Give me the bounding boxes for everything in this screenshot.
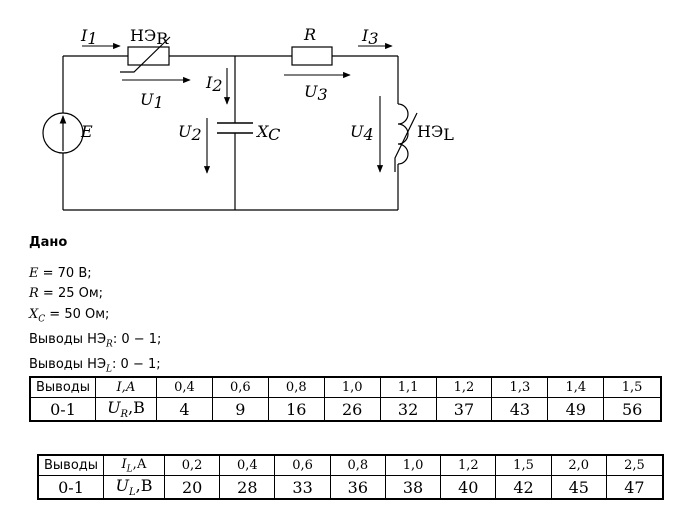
table-cell: 26 bbox=[323, 397, 381, 422]
given-terminals-R: Выводы НЭR: 0 − 1; bbox=[29, 331, 162, 350]
table-cell: 4 bbox=[156, 397, 213, 422]
table-cell: 36 bbox=[329, 475, 386, 500]
table-cell: 1,2 bbox=[440, 454, 497, 476]
table-cell: 33 bbox=[274, 475, 331, 500]
label-U2: U2 bbox=[178, 122, 202, 144]
table-row: Выводы IL,А 0,2 0,4 0,6 0,8 1,0 1,2 1,5 … bbox=[37, 454, 664, 476]
table-cell: 1,5 bbox=[603, 376, 662, 398]
nonlinear-inductor-slash bbox=[394, 112, 418, 172]
table-cell: 1,3 bbox=[491, 376, 549, 398]
table-cell: 0,8 bbox=[329, 454, 386, 476]
table-cell: 20 bbox=[163, 475, 221, 500]
resistor bbox=[291, 46, 333, 66]
table-row-label: 0-1 bbox=[37, 475, 104, 500]
table-row: 0-1 UL,В 20 28 33 36 38 40 42 45 47 bbox=[37, 475, 664, 500]
table-row-label: 0-1 bbox=[29, 397, 96, 422]
table-cell: 38 bbox=[384, 475, 442, 500]
table-cell: 1,5 bbox=[495, 454, 552, 476]
table-cell: 45 bbox=[550, 475, 607, 500]
label-Xc: XC bbox=[255, 122, 280, 144]
given-terminals-L: Выводы НЭL: 0 − 1; bbox=[29, 356, 161, 375]
nonlinear-resistor bbox=[127, 46, 170, 66]
table-cell: 1,2 bbox=[435, 376, 493, 398]
table-row-var: UL,В bbox=[103, 475, 165, 500]
emf-source bbox=[42, 112, 84, 154]
label-I3: I3 bbox=[361, 26, 379, 48]
label-U3: U3 bbox=[304, 82, 328, 104]
table-nonlinear-resistor: Выводы I,А 0,4 0,6 0,8 1,0 1,1 1,2 1,3 1… bbox=[29, 376, 662, 423]
table-nonlinear-inductor: Выводы IL,А 0,2 0,4 0,6 0,8 1,0 1,2 1,5 … bbox=[37, 454, 664, 501]
label-U1: U1 bbox=[140, 90, 164, 112]
label-R: R bbox=[303, 25, 316, 44]
table-cell: 1,0 bbox=[384, 454, 442, 476]
table-cell: 37 bbox=[435, 397, 493, 422]
table-cell: 9 bbox=[211, 397, 269, 422]
table-cell: 0,2 bbox=[163, 454, 221, 476]
table-cell: 56 bbox=[603, 397, 662, 422]
circuit-diagram: I1 НЭR R I3 I2 U1 U3 E U2 XC U4 НЭL bbox=[42, 25, 454, 211]
table-cell: 49 bbox=[547, 397, 605, 422]
nonlinear-resistor-slash bbox=[120, 36, 171, 73]
given-heading: Дано bbox=[29, 235, 68, 250]
table-header-var: I,А bbox=[95, 376, 157, 398]
given-section: Дано E = 70 В; R = 25 Ом; XC = 50 Ом; Вы… bbox=[29, 233, 161, 380]
nonlinear-inductor bbox=[397, 103, 409, 165]
table-cell: 28 bbox=[219, 475, 276, 500]
table-row-var: UR,В bbox=[95, 397, 157, 422]
label-I1: I1 bbox=[80, 26, 98, 48]
label-U4: U4 bbox=[350, 122, 374, 144]
table-cell: 1,0 bbox=[323, 376, 381, 398]
table-cell: 0,4 bbox=[156, 376, 213, 398]
table-cell: 2,0 bbox=[550, 454, 607, 476]
label-NE-L: НЭL bbox=[417, 122, 454, 144]
table-cell: 0,6 bbox=[274, 454, 331, 476]
label-E: E bbox=[80, 122, 93, 141]
table-cell: 32 bbox=[379, 397, 437, 422]
table-cell: 0,4 bbox=[219, 454, 276, 476]
table-header-label: Выводы bbox=[37, 454, 104, 476]
table-cell: 40 bbox=[440, 475, 497, 500]
table-cell: 1,1 bbox=[379, 376, 437, 398]
table-cell: 1,4 bbox=[547, 376, 605, 398]
table-header-label: Выводы bbox=[29, 376, 96, 398]
table-cell: 2,5 bbox=[605, 454, 664, 476]
table-cell: 0,8 bbox=[267, 376, 325, 398]
table-cell: 42 bbox=[495, 475, 552, 500]
given-Xc: XC = 50 Ом; bbox=[29, 306, 110, 325]
table-row: 0-1 UR,В 4 9 16 26 32 37 43 49 56 bbox=[29, 397, 662, 422]
table-row: Выводы I,А 0,4 0,6 0,8 1,0 1,1 1,2 1,3 1… bbox=[29, 376, 662, 398]
given-R: R = 25 Ом; bbox=[29, 286, 104, 301]
table-cell: 43 bbox=[491, 397, 549, 422]
label-I2: I2 bbox=[205, 73, 223, 95]
given-E: E = 70 В; bbox=[29, 265, 92, 281]
table-cell: 47 bbox=[605, 475, 664, 500]
table-cell: 16 bbox=[267, 397, 325, 422]
table-header-var: IL,А bbox=[103, 454, 165, 476]
label-NE-R: НЭR bbox=[130, 26, 169, 48]
table-cell: 0,6 bbox=[211, 376, 269, 398]
